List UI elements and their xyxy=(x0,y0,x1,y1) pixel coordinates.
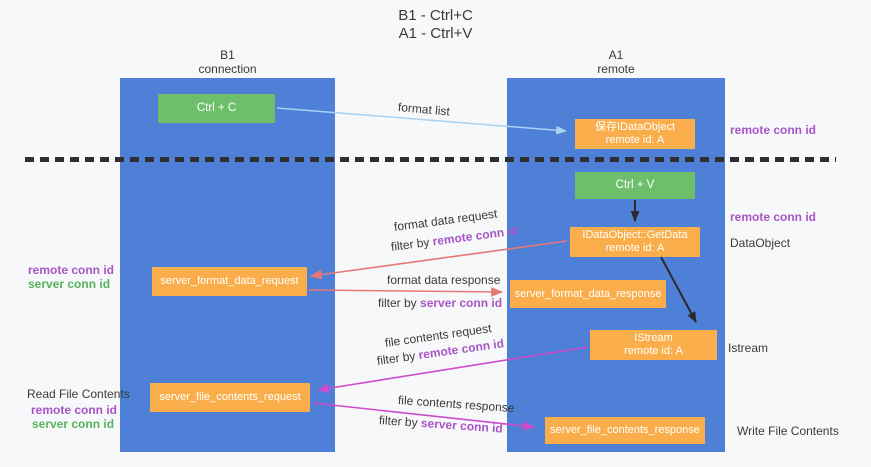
label-dataobject: DataObject xyxy=(730,236,791,250)
label-server-conn-id-left-top: server conn id xyxy=(28,277,111,291)
box-server-file-contents-request: server_file_contents_request xyxy=(150,383,310,412)
arrow-label-format-data-response: format data response xyxy=(387,273,501,287)
lane-right-role: remote xyxy=(597,62,635,76)
box-ctrl-c-label: Ctrl + C xyxy=(196,102,237,114)
label-read-file-contents: Read File Contents xyxy=(27,387,130,401)
filter-by-3-prefix: filter by xyxy=(376,348,420,368)
filter-by-2-prefix: filter by xyxy=(378,296,421,310)
box-istream-line2: remote id: A xyxy=(624,345,683,357)
box-idataobject-getdata-line1: IDataObject::GetData xyxy=(582,229,688,241)
title-line-1: B1 - Ctrl+C xyxy=(398,7,473,24)
arrow-label-filter-by-2: filter by server conn id xyxy=(378,296,502,310)
box-idataobject-getdata-line2: remote id: A xyxy=(605,242,665,254)
box-istream-line1: IStream xyxy=(634,332,673,344)
box-ctrl-v: Ctrl + V xyxy=(575,172,695,199)
arrow-format-data-response xyxy=(308,287,504,297)
lane-left-header: B1 connection xyxy=(120,48,335,76)
box-ctrl-v-label: Ctrl + V xyxy=(615,179,655,191)
label-write-file-contents: Write File Contents xyxy=(737,424,839,438)
filter-by-4-id: server conn id xyxy=(420,415,504,436)
box-server-file-contents-request-label: server_file_contents_request xyxy=(159,391,301,403)
box-server-format-data-response: server_format_data_response xyxy=(510,280,666,308)
dashed-divider xyxy=(25,157,836,162)
box-server-format-data-request: server_format_data_request xyxy=(152,267,307,296)
lane-right-name: A1 xyxy=(608,48,624,62)
arrow-label-file-contents-response: file contents response xyxy=(397,393,515,416)
arrow-label-filter-by-4: filter by server conn id xyxy=(379,413,504,436)
box-ctrl-c: Ctrl + C xyxy=(158,94,275,123)
diagram-title: B1 - Ctrl+C A1 - Ctrl+V xyxy=(0,7,871,43)
label-istream: Istream xyxy=(728,341,769,355)
label-remote-conn-id-right-top: remote conn id xyxy=(730,123,817,137)
box-save-idataobject: 保存IDataObject remote id: A xyxy=(575,119,695,149)
filter-by-1-prefix: filter by xyxy=(390,234,434,254)
label-remote-conn-id-left-bottom: remote conn id xyxy=(31,403,118,417)
label-remote-conn-id-left-top: remote conn id xyxy=(28,263,115,277)
title-line-2: A1 - Ctrl+V xyxy=(398,25,473,42)
filter-by-4-prefix: filter by xyxy=(378,413,422,430)
box-server-format-data-response-label: server_format_data_response xyxy=(514,287,662,300)
box-server-file-contents-response-label: server_file_contents_response xyxy=(550,424,700,436)
filter-by-2-id: server conn id xyxy=(420,296,503,310)
box-idataobject-getdata: IDataObject::GetData remote id: A xyxy=(570,227,700,257)
box-server-format-data-request-label: server_format_data_request xyxy=(160,275,299,287)
box-server-file-contents-response: server_file_contents_response xyxy=(545,417,705,444)
label-remote-conn-id-right-mid: remote conn id xyxy=(730,210,817,224)
lane-left-role: connection xyxy=(198,62,257,76)
arrow-label-format-list: format list xyxy=(397,100,451,119)
lane-right-header: A1 remote xyxy=(507,48,725,76)
box-istream: IStream remote id: A xyxy=(590,330,717,360)
label-server-conn-id-left-bottom: server conn id xyxy=(32,417,115,431)
box-save-idataobject-line1: 保存IDataObject xyxy=(594,121,676,133)
box-save-idataobject-line2: remote id: A xyxy=(605,134,665,146)
lane-left-name: B1 xyxy=(220,48,235,62)
